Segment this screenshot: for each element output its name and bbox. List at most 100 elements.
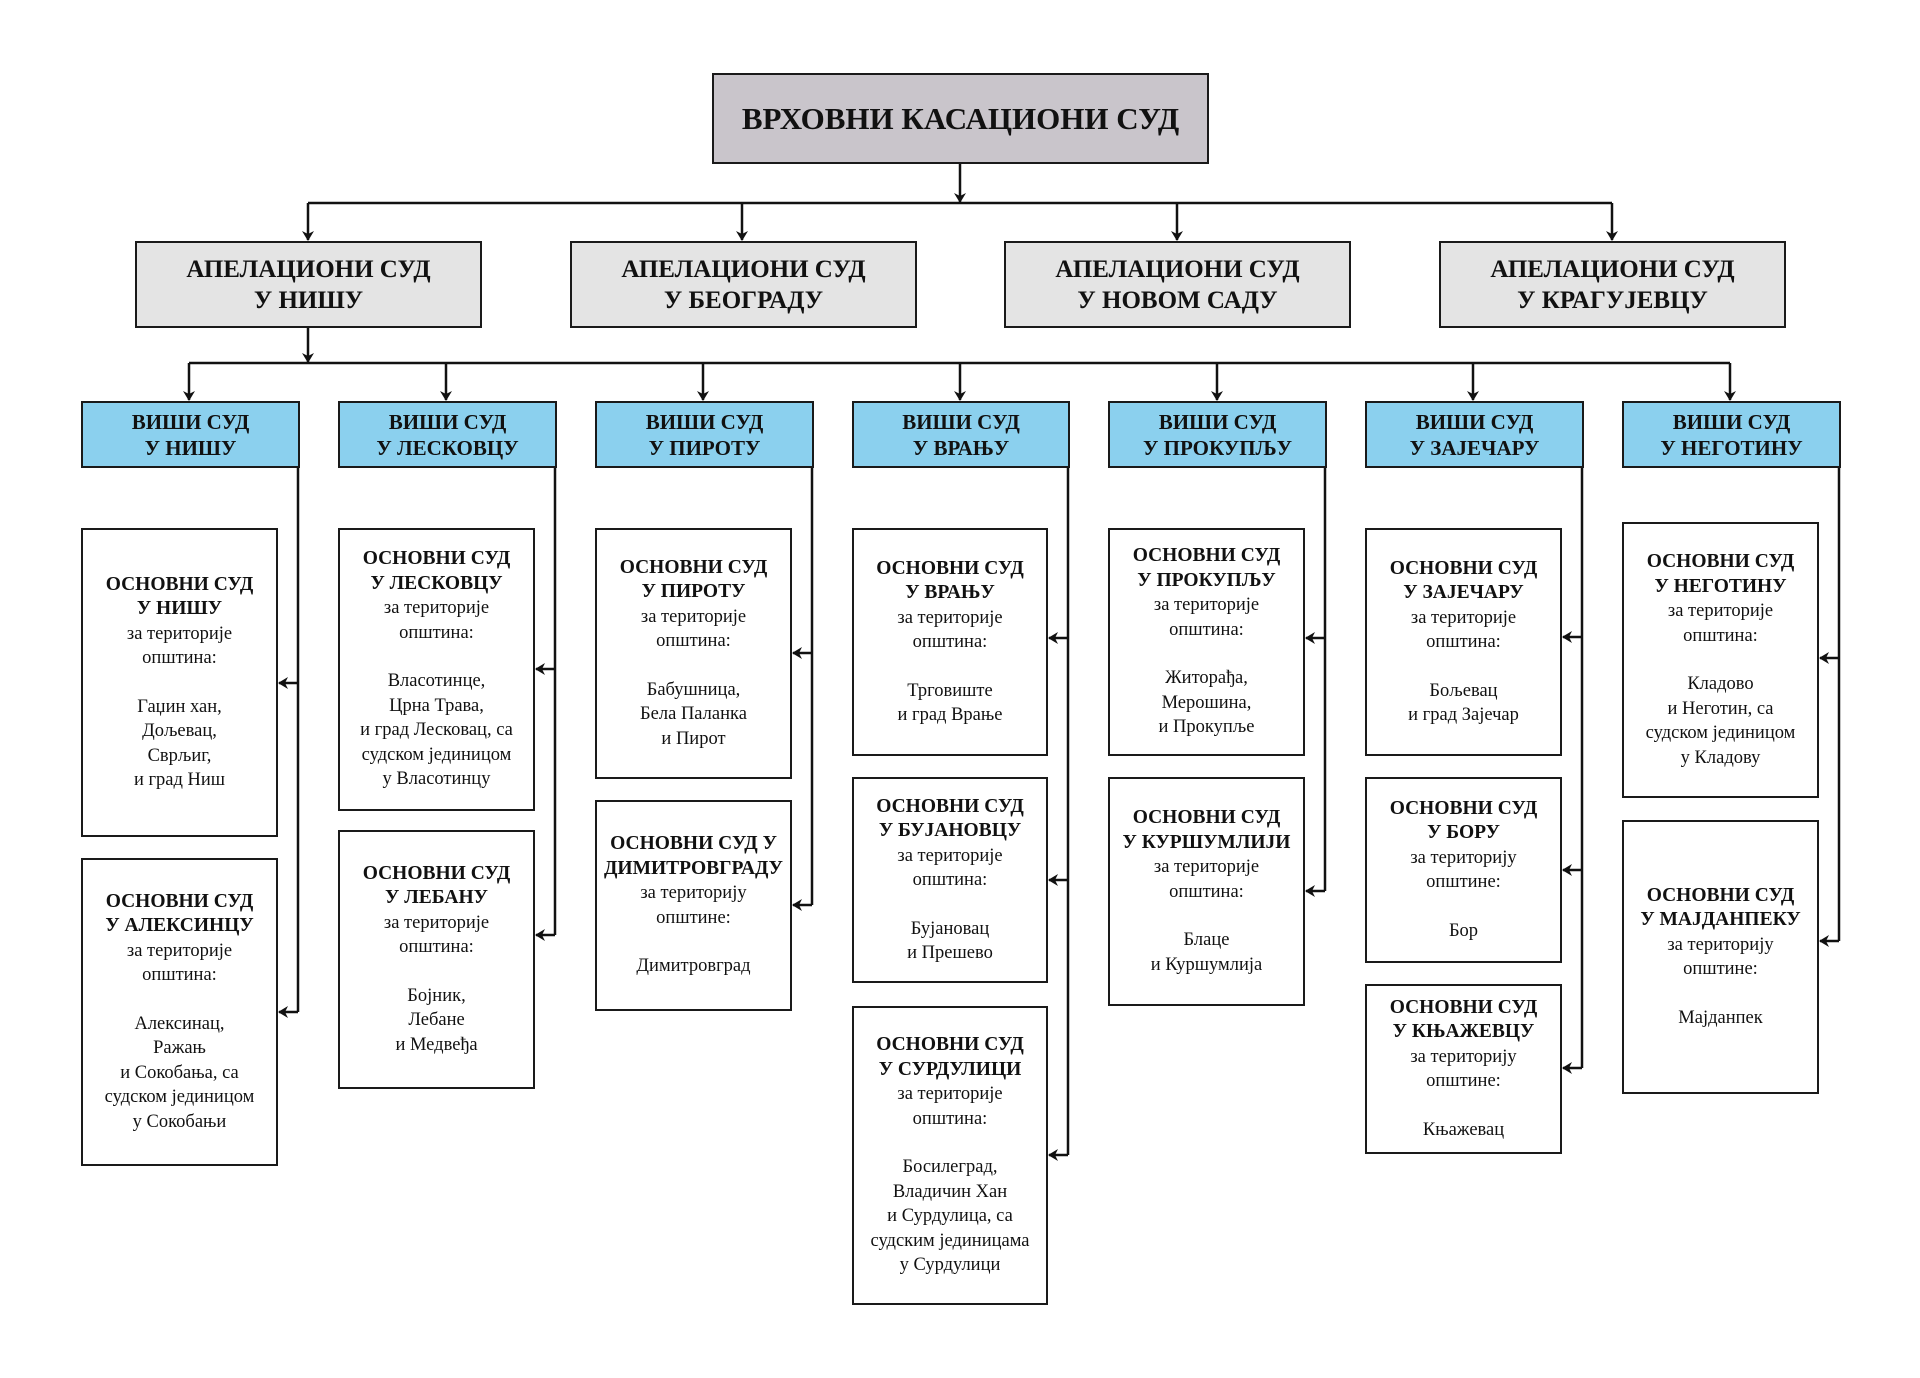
- municipality-text: Блаце: [1183, 930, 1230, 950]
- basic-court-name: ОСНОВНИ СУД: [876, 557, 1024, 579]
- municipality-text: и Медвеђа: [395, 1034, 478, 1055]
- higher-court-label: ВИШИ СУД: [1672, 409, 1791, 434]
- higher-court-city: У ЗАЈЕЧАРУ: [1409, 435, 1540, 460]
- basic-court-name: У КУРШУМЛИЈИ: [1122, 831, 1291, 853]
- basic-court-name: У БУЈАНОВЦУ: [878, 820, 1022, 841]
- jurisdiction-label: општина:: [1683, 625, 1758, 646]
- municipality-text: Босилеград,: [902, 1157, 998, 1178]
- basic-court-name: У БОРУ: [1427, 822, 1500, 844]
- jurisdiction-label: за територије: [1153, 857, 1260, 877]
- municipality-text: Бољевац: [1429, 680, 1498, 701]
- municipality-text: Димитровград: [636, 956, 751, 977]
- jurisdiction-label: општина:: [142, 648, 217, 668]
- jurisdiction-label: за територије: [1667, 601, 1774, 621]
- municipality-text: Књажевац: [1422, 1119, 1505, 1140]
- municipality-text: Бабушница,: [646, 679, 741, 700]
- municipality-text: и град Лесковац, са: [360, 720, 513, 741]
- municipality-text: Сврљиг,: [147, 745, 212, 766]
- jurisdiction-label: општина:: [912, 632, 988, 652]
- basic-court-name: ОСНОВНИ СУД: [362, 548, 511, 570]
- jurisdiction-label: општина:: [142, 965, 217, 986]
- jurisdiction-label: за територије: [383, 598, 490, 619]
- higher-court-label: ВИШИ СУД: [902, 409, 1020, 434]
- jurisdiction-label: општина:: [399, 937, 474, 958]
- basic-court-name: У МАЈДАНПЕКУ: [1640, 909, 1801, 931]
- jurisdiction-label: за територију: [640, 883, 747, 904]
- basic-court-name: ОСНОВНИ СУД: [1132, 545, 1281, 567]
- basic-court-name: У КЊАЖЕВЦУ: [1392, 1021, 1535, 1043]
- jurisdiction-label: за територије: [126, 940, 233, 961]
- basic-court-name: У ПИРОТУ: [641, 581, 746, 603]
- municipality-text: Бела Паланка: [640, 704, 747, 725]
- jurisdiction-label: општина:: [912, 1108, 988, 1129]
- municipality-text: Мајданпек: [1678, 1007, 1763, 1028]
- supreme-court-box: ВРХОВНИ КАСАЦИОНИ СУД: [712, 73, 1209, 164]
- jurisdiction-label: за територију: [1410, 1046, 1517, 1067]
- appeal-court-city: У КРАГУЈЕВЦУ: [1517, 286, 1708, 314]
- municipality-text: Житорађа,: [1165, 668, 1248, 689]
- municipality-text: и град Зајечар: [1408, 705, 1519, 725]
- higher-court-label: ВИШИ СУД: [131, 409, 250, 434]
- supreme-court-title: ВРХОВНИ КАСАЦИОНИ СУД: [741, 100, 1180, 136]
- basic-court-name: У ПРОКУПЉУ: [1137, 569, 1276, 591]
- municipality-text: Алексинац,: [134, 1013, 225, 1034]
- jurisdiction-label: за територије: [383, 912, 490, 933]
- basic-court-name: ДИМИТРОВГРАДУ: [603, 857, 783, 879]
- municipality-text: Бојник,: [407, 985, 466, 1006]
- appeal-court-city: У БЕОГРАДУ: [663, 286, 824, 314]
- jurisdiction-label: општина:: [399, 622, 474, 643]
- municipality-text: у Кладову: [1680, 747, 1761, 768]
- municipality-text: Гаџин хан,: [137, 696, 222, 717]
- municipality-text: судском јединицом: [1645, 723, 1796, 743]
- municipality-text: Трговиште: [907, 680, 993, 701]
- basic-court-name: ОСНОВНИ СУД: [876, 1034, 1024, 1056]
- municipality-text: и Прешево: [907, 943, 993, 963]
- higher-court-city: У НЕГОТИНУ: [1660, 435, 1803, 460]
- basic-court-name: У АЛЕКСИНЦУ: [105, 915, 254, 937]
- jurisdiction-label: општина:: [912, 870, 988, 890]
- municipality-text: Кладово: [1687, 674, 1754, 694]
- municipality-text: судским јединицама: [870, 1230, 1030, 1251]
- municipality-text: и Куршумлија: [1150, 954, 1263, 975]
- municipality-text: и Сурдулица, са: [887, 1206, 1013, 1227]
- jurisdiction-label: општине:: [656, 907, 731, 928]
- appeal-court-label: АПЕЛАЦИОНИ СУД: [1490, 255, 1735, 283]
- basic-court-name: ОСНОВНИ СУД: [105, 573, 254, 595]
- municipality-text: у Власотинцу: [382, 769, 491, 790]
- higher-court-label: ВИШИ СУД: [645, 409, 764, 434]
- jurisdiction-label: општина:: [656, 631, 731, 652]
- basic-court-name: ОСНОВНИ СУД: [1389, 797, 1538, 819]
- higher-court-city: У ПРОКУПЉУ: [1142, 435, 1293, 460]
- municipality-text: и Прокупље: [1158, 717, 1255, 738]
- jurisdiction-label: за територије: [897, 607, 1003, 628]
- jurisdiction-label: општина:: [1426, 632, 1501, 652]
- appeal-court-label: АПЕЛАЦИОНИ СУД: [621, 255, 866, 283]
- appeal-court-label: АПЕЛАЦИОНИ СУД: [1055, 255, 1300, 283]
- higher-court-city: У ВРАЊУ: [912, 435, 1010, 460]
- appeal-court-city: У НОВОМ САДУ: [1077, 286, 1278, 314]
- appeal-court-city: У НИШУ: [253, 286, 364, 314]
- appeal-court-novi-sad: АПЕЛАЦИОНИ СУД У НОВОМ САДУ: [1004, 241, 1351, 328]
- basic-court-name: ОСНОВНИ СУД У: [610, 833, 777, 855]
- municipality-text: Власотинце,: [387, 671, 486, 692]
- municipality-text: судском јединицом: [104, 1087, 255, 1108]
- jurisdiction-label: општине:: [1683, 959, 1758, 980]
- municipality-text: Црна Трава,: [389, 695, 484, 716]
- municipality-text: у Сокобањи: [132, 1111, 227, 1132]
